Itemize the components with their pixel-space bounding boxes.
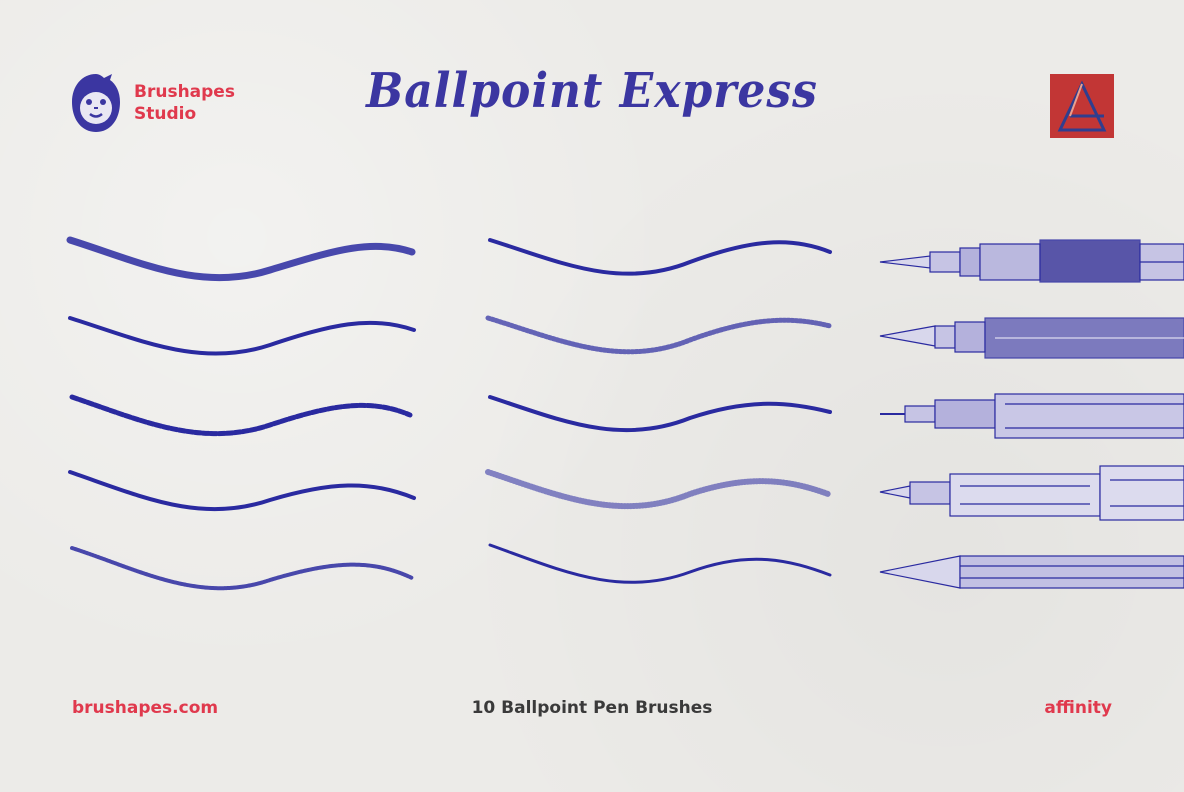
brush-stroke-1 xyxy=(66,236,416,282)
affinity-logo-icon xyxy=(1050,74,1114,138)
brush-stroke-8 xyxy=(488,395,832,433)
product-caption: 10 Ballpoint Pen Brushes xyxy=(471,698,713,718)
rollerball-pen-illustration xyxy=(879,465,1184,521)
brush-stroke-3 xyxy=(69,394,413,437)
website-link[interactable]: brushapes.com xyxy=(72,698,219,718)
technical-pen-illustration xyxy=(880,393,1184,439)
fountain-pen-illustration xyxy=(879,317,1184,359)
app-name: affinity xyxy=(1044,698,1112,718)
page-title: Ballpoint Express xyxy=(366,63,818,120)
pencil-illustration xyxy=(879,555,1184,589)
ballpoint-pen-illustration xyxy=(879,239,1184,283)
brush-stroke-10 xyxy=(488,543,832,584)
gorilla-icon xyxy=(72,74,120,132)
brush-stroke-5 xyxy=(70,546,414,591)
brush-stroke-7 xyxy=(485,315,833,355)
brush-stroke-9 xyxy=(485,469,831,510)
brush-stroke-2 xyxy=(68,316,416,356)
brand-line-2: Studio xyxy=(134,104,197,124)
brush-stroke-4 xyxy=(68,470,416,512)
brand-logo: Brushapes Studio xyxy=(70,72,235,134)
brand-line-1: Brushapes xyxy=(134,82,235,102)
brand-name: Brushapes Studio xyxy=(134,81,235,125)
brush-stroke-6 xyxy=(488,238,832,276)
